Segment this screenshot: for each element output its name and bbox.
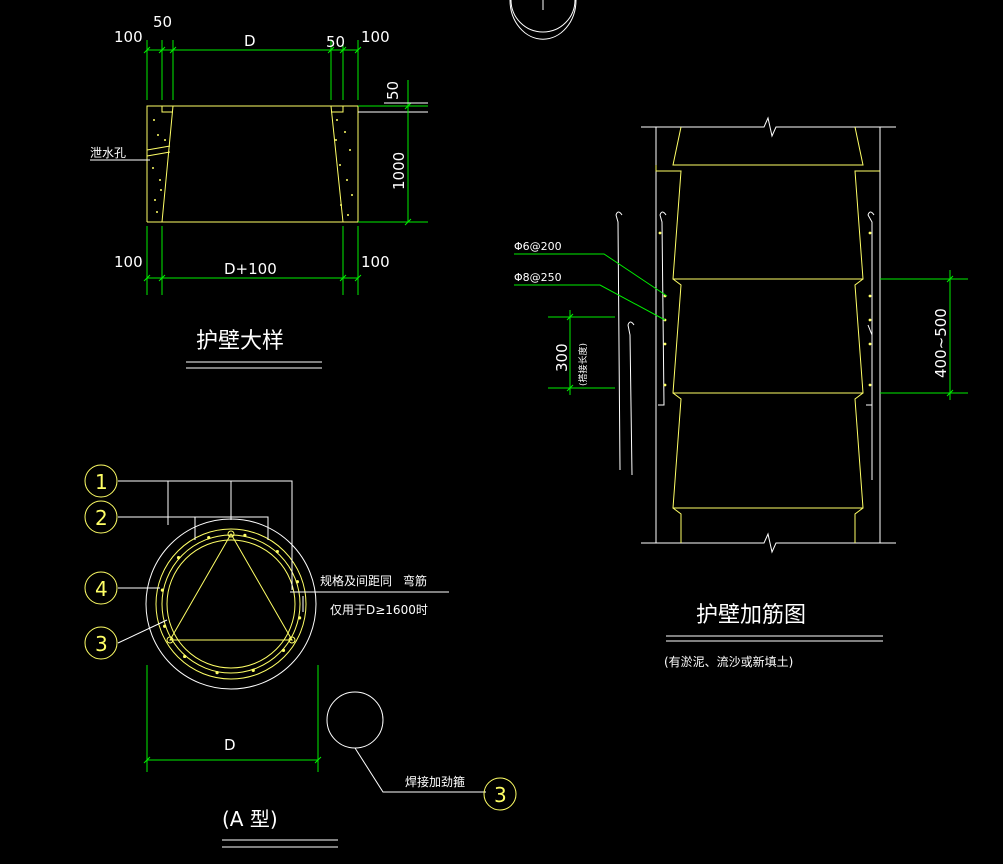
concrete-hatch bbox=[152, 119, 353, 216]
note-spec: 规格及间距同 bbox=[320, 573, 392, 588]
dim-lap-note: (搭接长度) bbox=[577, 343, 589, 386]
dim-top-50-right: 50 bbox=[326, 33, 345, 51]
svg-text:1: 1 bbox=[95, 470, 108, 494]
dim-top-100-left: 100 bbox=[114, 28, 143, 46]
detail-type-a: 1 2 4 3 规格及间距同 弯筋 仅用于D≥1600时 D 焊接加劲箍 bbox=[84, 464, 517, 848]
dim-right-1000: 1000 bbox=[390, 152, 408, 190]
marker-4: 4 bbox=[84, 571, 118, 605]
dim-bottom-100-right: 100 bbox=[361, 253, 390, 271]
label-weld-ring: 焊接加劲箍 bbox=[405, 774, 465, 789]
label-rebar-phi6: Φ6@200 bbox=[514, 240, 562, 253]
marker-1: 1 bbox=[84, 464, 118, 498]
dim-right-50: 50 bbox=[384, 81, 402, 100]
dim-diameter-d: D bbox=[224, 736, 236, 754]
marker-3: 3 bbox=[84, 626, 118, 660]
rebar-dots bbox=[658, 231, 872, 387]
title-type-a: (A 型) bbox=[222, 807, 278, 831]
marker-2: 2 bbox=[84, 500, 118, 534]
dim-top-100-right: 100 bbox=[361, 28, 390, 46]
note-bent-bar: 弯筋 bbox=[403, 573, 427, 588]
dim-bottom-d100: D+100 bbox=[224, 260, 277, 278]
marker-weld-3: 3 bbox=[483, 777, 517, 811]
label-weep-hole: 泄水孔 bbox=[90, 146, 126, 160]
dim-top-d: D bbox=[244, 32, 256, 50]
detail-wall-section: 100 50 D 50 100 泄水孔 50 1000 bbox=[90, 13, 428, 369]
note-only-d1600: 仅用于D≥1600时 bbox=[330, 603, 428, 617]
section-marker-top bbox=[509, 0, 577, 40]
dim-bottom-100-left: 100 bbox=[114, 253, 143, 271]
dim-lap-300: 300 bbox=[553, 343, 571, 372]
dim-spacing: 400~500 bbox=[932, 308, 950, 378]
svg-text:4: 4 bbox=[95, 577, 108, 601]
label-rebar-phi8: Φ8@250 bbox=[514, 271, 562, 284]
detail-reinforcement: Φ6@200 Φ8@250 300 (搭接长度) 400~500 护壁加筋图 (… bbox=[514, 116, 968, 669]
svg-text:3: 3 bbox=[494, 783, 507, 807]
svg-text:3: 3 bbox=[95, 632, 108, 656]
subtitle-soil: (有淤泥、流沙或新填土) bbox=[664, 654, 793, 669]
title-reinforcement: 护壁加筋图 bbox=[696, 603, 806, 628]
title-wall-detail: 护壁大样 bbox=[196, 329, 284, 354]
ring-rebar-dots bbox=[160, 533, 302, 675]
dim-top-50-left: 50 bbox=[153, 13, 172, 31]
svg-text:2: 2 bbox=[95, 506, 108, 530]
